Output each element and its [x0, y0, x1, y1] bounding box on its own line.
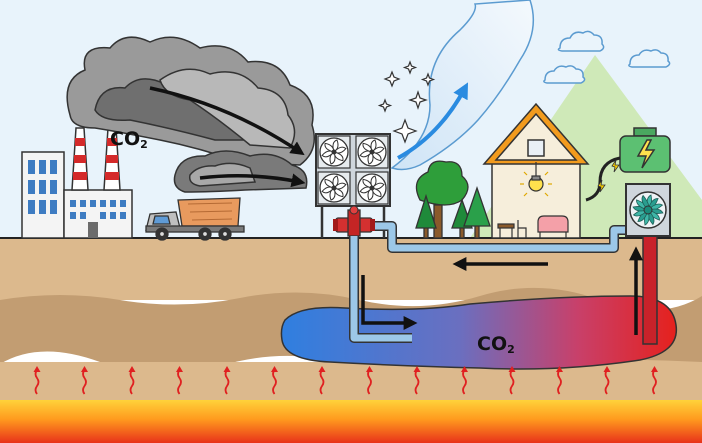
cloud-icon — [543, 65, 586, 84]
heat-arrow-icon — [318, 366, 326, 395]
fan-grid — [317, 135, 389, 205]
dac-fan-unit-icon — [315, 133, 391, 238]
power-cable — [585, 156, 621, 202]
tree-icon — [415, 160, 469, 239]
fan-icon — [355, 135, 389, 169]
heat-arrow-icon — [556, 366, 563, 395]
magma-layer — [0, 400, 702, 443]
co2-reservoir — [280, 295, 678, 370]
tree-icon — [415, 193, 437, 239]
heat-arrow-icon — [603, 366, 611, 395]
smoke-plume — [66, 36, 315, 193]
injection-arrow — [361, 275, 418, 330]
heat-arrow-icon — [81, 366, 88, 395]
heat-arrow-icon — [223, 366, 231, 395]
heat-arrow-icon — [461, 366, 468, 395]
heat-arrow-icon — [651, 366, 658, 395]
cloud-icon — [557, 30, 605, 52]
sparkle-icon — [377, 60, 436, 144]
co2-reservoir-label: CO2 — [477, 333, 515, 356]
fan-icon — [317, 171, 351, 205]
production-well — [642, 235, 658, 345]
emission-arrow — [149, 86, 305, 156]
emission-arrow — [199, 173, 306, 188]
cloud-icon — [628, 49, 671, 68]
office-building-icon — [21, 151, 65, 239]
clean-air-arrow — [397, 82, 469, 160]
co2-emission-label: CO2 — [110, 128, 148, 151]
wellhead-valve-icon — [333, 205, 375, 237]
turbine-icon — [625, 183, 671, 237]
fan-icon — [355, 171, 389, 205]
light-bulb-icon — [520, 162, 552, 197]
heat-arrow-icon — [271, 366, 278, 395]
heat-arrow-icon — [33, 366, 41, 395]
dump-truck-icon — [145, 197, 245, 241]
heat-arrows — [33, 366, 658, 395]
fan-icon — [317, 135, 351, 169]
heat-arrow-icon — [413, 366, 421, 395]
factory-icon — [63, 127, 133, 239]
battery-icon — [619, 127, 671, 173]
heat-arrow-icon — [128, 366, 136, 395]
heat-arrow-icon — [366, 366, 373, 395]
furniture-icon — [497, 215, 569, 238]
tree-icon — [463, 185, 491, 239]
heat-arrow-icon — [176, 366, 183, 395]
heat-arrow-icon — [508, 366, 516, 395]
